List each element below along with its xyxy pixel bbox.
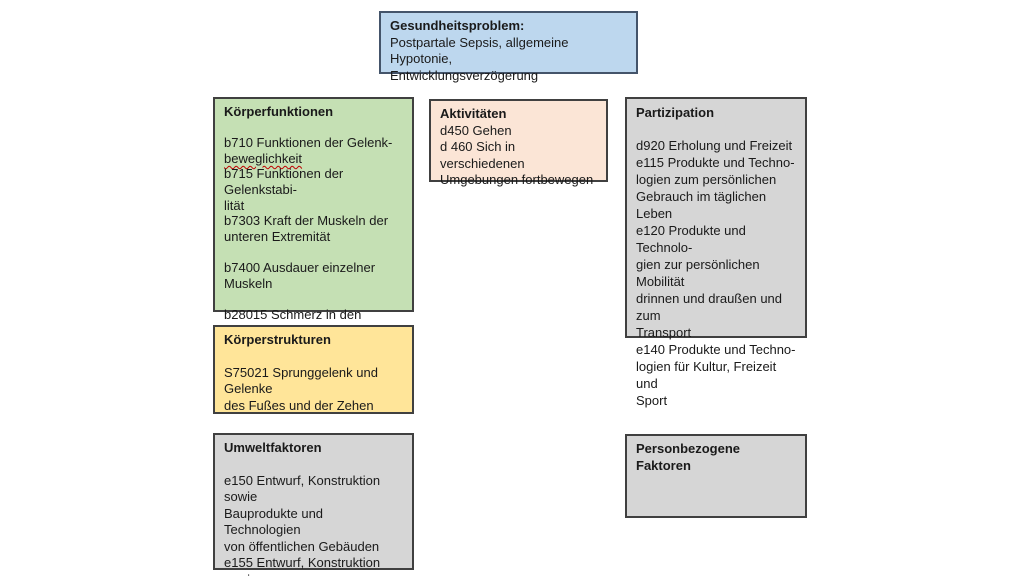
koerperfunktionen-body: b710 Funktionen der Gelenk- beweglichkei… <box>224 120 403 354</box>
koerperstrukturen-box: Körperstrukturen S75021 Sprunggelenk und… <box>213 325 414 414</box>
gesundheitsproblem-box: Gesundheitsproblem: Postpartale Sepsis, … <box>379 11 638 83</box>
partizipation-title: Partizipation <box>636 105 715 120</box>
umweltfaktoren-body: e150 Entwurf, Konstruktion sowie Bauprod… <box>224 472 381 576</box>
koerperfunktionen-box: Körperfunktionen b710 Funktionen der Gel… <box>213 97 414 353</box>
koerperfunktionen-spellchecked-word: beweglichkeit <box>224 150 303 166</box>
koerperstrukturen-body: S75021 Sprunggelenk und Gelenke des Fuße… <box>224 364 378 413</box>
partizipation-body: d920 Erholung und Freizeit e115 Produkte… <box>636 138 796 408</box>
aktivitaeten-box: Aktivitäten d450 Gehen d 460 Sich in ver… <box>429 99 608 187</box>
partizipation-box: Partizipation d920 Erholung und Freizeit… <box>625 97 807 408</box>
personbezogene-faktoren-title: Personbezogene Faktoren <box>636 441 741 473</box>
personbezogene-faktoren-box: Personbezogene Faktoren <box>625 434 807 518</box>
koerperfunktionen-body-part1: b710 Funktionen der Gelenk- <box>224 135 393 151</box>
gesundheitsproblem-title: Gesundheitsproblem: <box>390 18 525 33</box>
koerperfunktionen-title: Körperfunktionen <box>224 104 334 119</box>
aktivitaeten-body: d450 Gehen d 460 Sich in verschiedenen U… <box>440 122 594 188</box>
umweltfaktoren-box: Umweltfaktoren e150 Entwurf, Konstruktio… <box>213 433 414 576</box>
koerperstrukturen-title: Körperstrukturen <box>224 332 331 347</box>
gesundheitsproblem-body: Postpartale Sepsis, allgemeine Hypotonie… <box>390 34 569 83</box>
aktivitaeten-title: Aktivitäten <box>440 106 507 121</box>
umweltfaktoren-title: Umweltfaktoren <box>224 440 322 455</box>
koerperfunktionen-body-part2: b715 Funktionen der Gelenkstabi- lität b… <box>224 166 389 353</box>
